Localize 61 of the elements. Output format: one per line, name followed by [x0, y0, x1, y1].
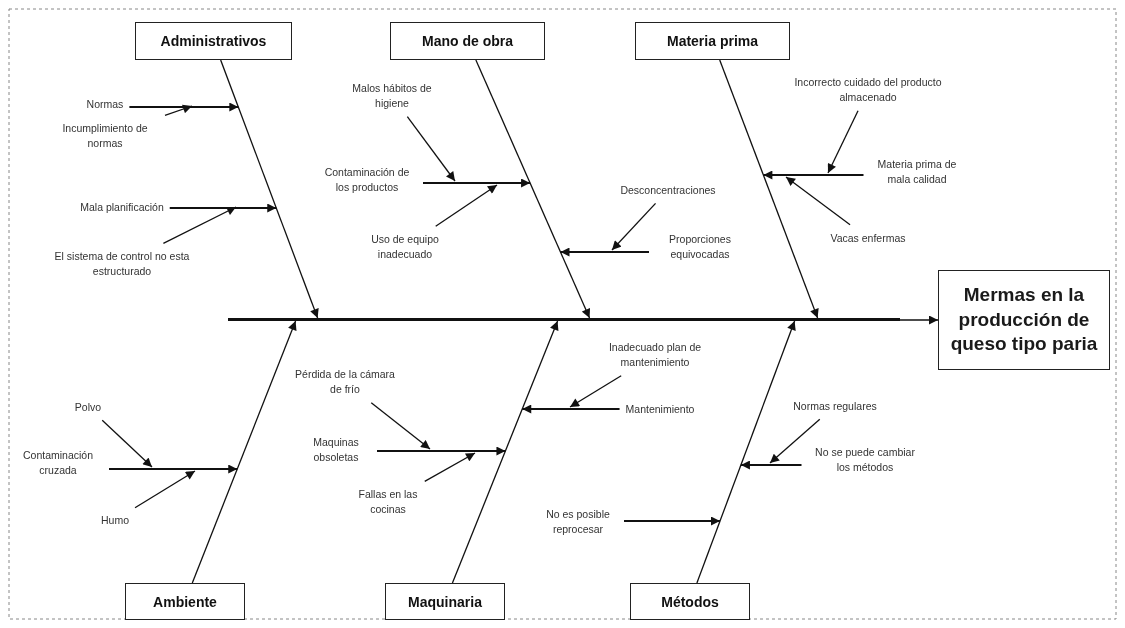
- leader-arrow: [134, 470, 196, 509]
- leader-arrow: [827, 110, 859, 174]
- category-box: Maquinaria: [385, 583, 505, 620]
- cause-arrow: [168, 203, 278, 213]
- cause-arrow: [108, 464, 239, 474]
- sub-cause-label: Incorrecto cuidado del producto almacenado: [793, 75, 943, 105]
- cause-label: Mantenimiento: [625, 401, 695, 417]
- category-box: Administrativos: [135, 22, 292, 60]
- sub-cause-label: Uso de equipo inadecuado: [360, 232, 450, 262]
- sub-cause-label: Polvo: [74, 399, 102, 415]
- leader-arrow: [569, 375, 622, 408]
- leader-arrow: [164, 104, 193, 116]
- fishbone-spine: [228, 318, 900, 321]
- leader-arrow: [769, 418, 821, 464]
- bone-arrow: [899, 315, 939, 325]
- cause-arrow: [740, 460, 803, 470]
- bone-arrow: [451, 320, 559, 584]
- sub-cause-label: Pérdida de la cámara de frío: [295, 367, 395, 397]
- category-box: Materia prima: [635, 22, 790, 60]
- cause-label: Normas: [86, 96, 124, 112]
- leader-arrow: [101, 419, 153, 468]
- cause-label: Mala planificación: [80, 199, 164, 215]
- sub-cause-label: Inadecuado plan de mantenimiento: [595, 340, 715, 370]
- cause-arrow: [422, 178, 531, 188]
- leader-arrow: [424, 452, 476, 482]
- cause-arrow: [762, 170, 865, 180]
- effect-box: Mermas en la producción de queso tipo paria: [938, 270, 1110, 370]
- bone-arrow: [696, 320, 796, 584]
- cause-arrow: [559, 247, 650, 257]
- cause-label: Materia prima de mala calidad: [869, 157, 965, 187]
- cause-label: No se puede cambiar los métodos: [807, 445, 923, 475]
- category-box: Ambiente: [125, 583, 245, 620]
- sub-cause-label: Humo: [101, 512, 129, 528]
- category-box: Mano de obra: [390, 22, 545, 60]
- category-box: Métodos: [630, 583, 750, 620]
- sub-cause-label: Normas regulares: [793, 398, 877, 414]
- cause-label: Contaminación cruzada: [13, 448, 103, 478]
- leader-arrow: [785, 176, 851, 226]
- leader-arrow: [435, 184, 498, 227]
- bone-arrow: [220, 59, 319, 319]
- cause-label: No es posible reprocesar: [538, 507, 618, 537]
- sub-cause-label: Incumplimiento de normas: [50, 121, 160, 151]
- sub-cause-label: El sistema de control no esta estructurado: [52, 249, 192, 279]
- sub-cause-label: Fallas en las cocinas: [350, 487, 426, 517]
- leader-arrow: [406, 116, 456, 182]
- leader-arrow: [370, 402, 431, 450]
- leader-arrow: [162, 206, 237, 244]
- cause-label: Contaminación de los productos: [317, 165, 417, 195]
- sub-cause-label: Desconcentraciones: [620, 182, 716, 198]
- cause-arrow: [376, 446, 507, 456]
- bone-arrow: [475, 59, 591, 319]
- bone-arrow: [719, 59, 819, 319]
- cause-arrow: [521, 404, 621, 414]
- cause-label: Maquinas obsoletas: [301, 435, 371, 465]
- sub-cause-label: Malos hábitos de higiene: [342, 81, 442, 111]
- cause-label: Proporciones equivocadas: [655, 232, 745, 262]
- leader-arrow: [611, 202, 657, 251]
- bone-arrow: [191, 320, 297, 584]
- cause-arrow: [623, 516, 721, 526]
- sub-cause-label: Vacas enfermas: [830, 230, 906, 246]
- cause-arrow: [128, 102, 240, 112]
